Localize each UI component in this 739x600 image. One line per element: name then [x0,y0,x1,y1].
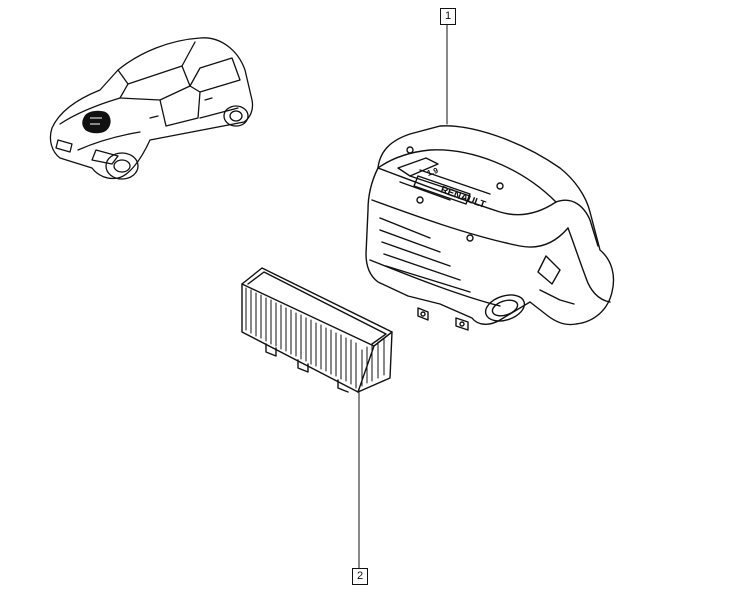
callout-2-number: 2 [356,570,364,582]
highlighted-airbox-location [82,110,111,134]
air-filter-element-part-2[interactable] [241,267,393,393]
callout-1-number: 1 [444,10,452,22]
vehicle-locator-illustration [49,37,254,180]
callout-2[interactable]: 2 [352,568,368,585]
callout-1[interactable]: 1 [440,8,456,25]
engine-size-badge: 1.9 [426,166,440,178]
leader-lines [358,23,448,569]
air-filter-housing-part-1[interactable]: 1.9 RENAULT [365,125,615,331]
